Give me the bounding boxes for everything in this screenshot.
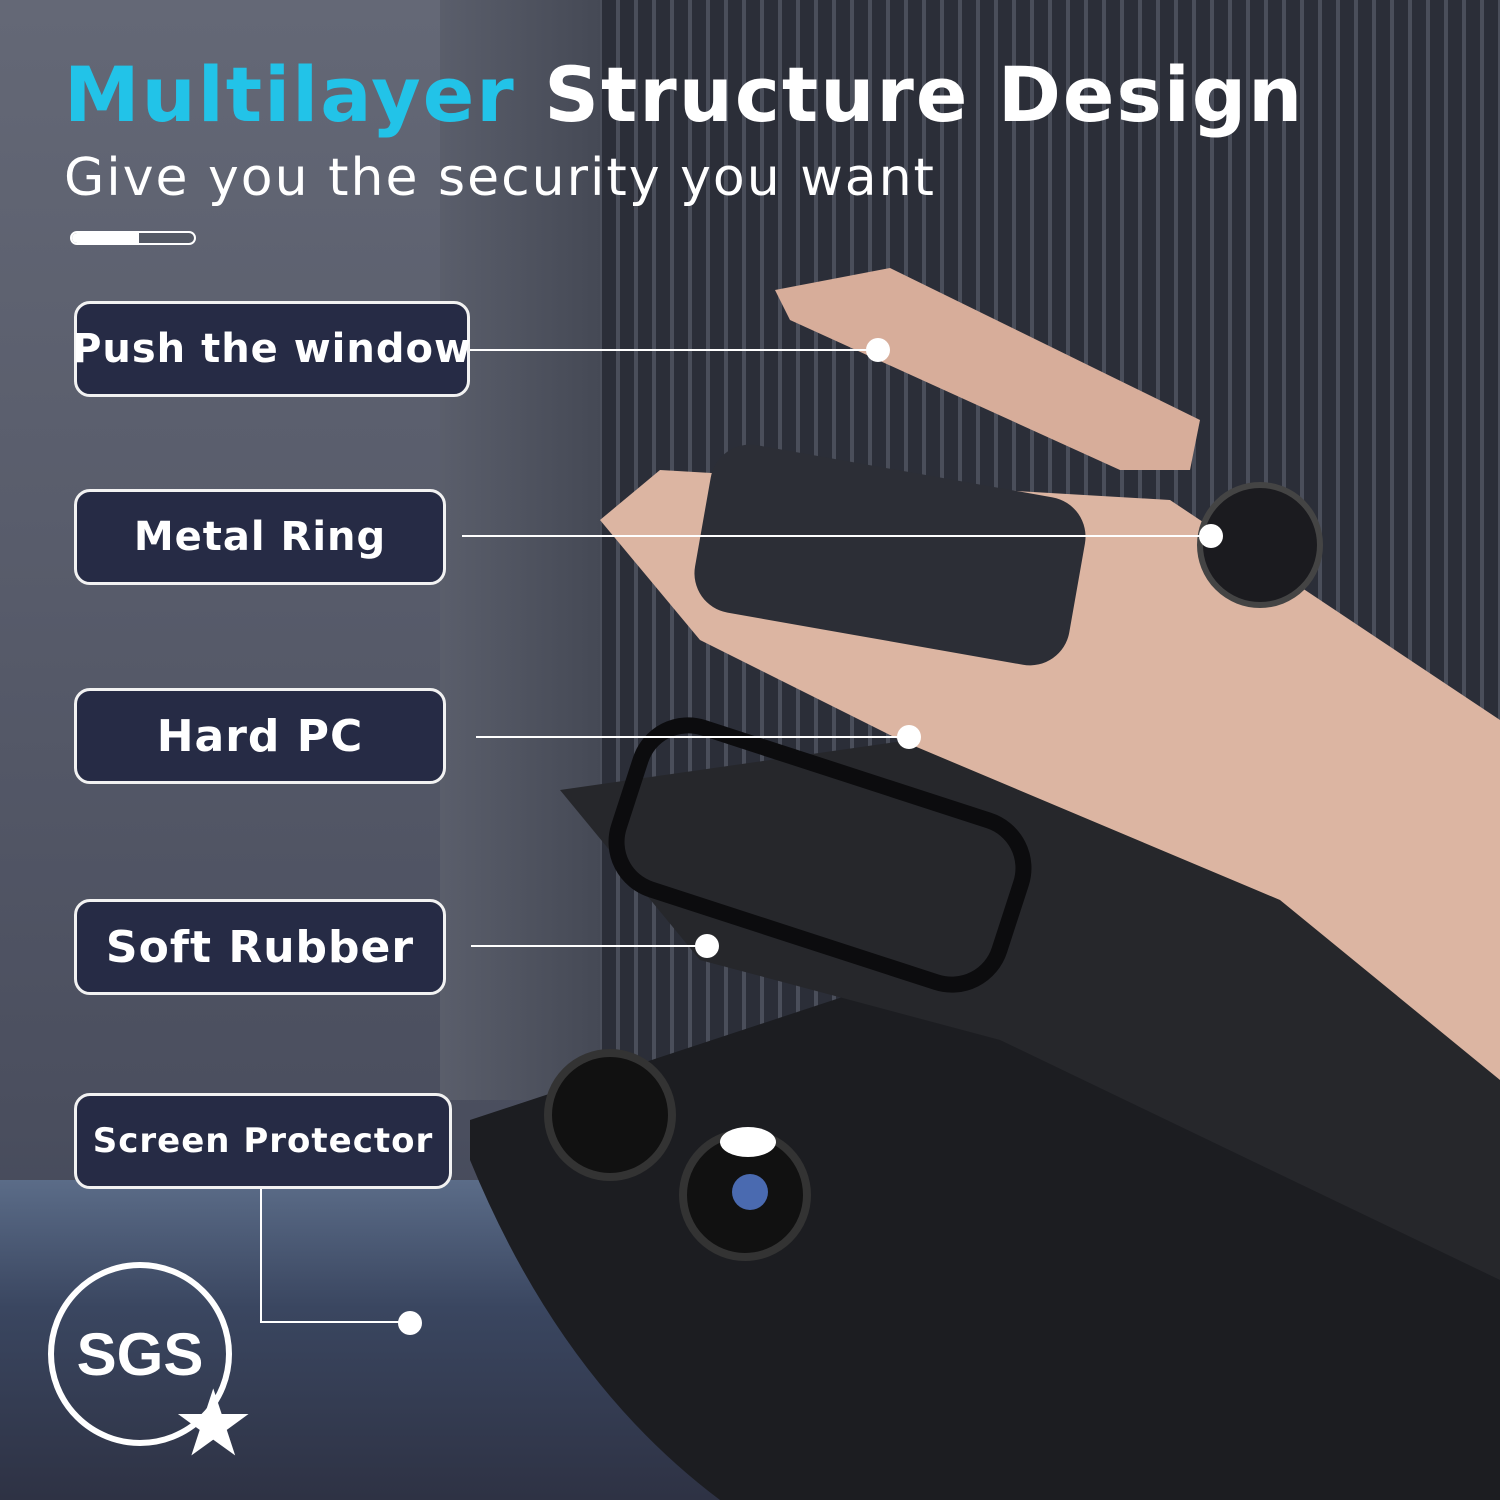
- callout-dot: [695, 934, 719, 958]
- callout-dot: [897, 725, 921, 749]
- label-metal-ring: Metal Ring: [74, 489, 446, 585]
- camera-lens-icon: [544, 1049, 676, 1181]
- label-soft-rubber: Soft Rubber: [74, 899, 446, 995]
- star-icon: ★: [172, 1370, 255, 1477]
- label-hard-pc: Hard PC: [74, 688, 446, 784]
- window-cutout: [694, 444, 1086, 666]
- label-screen-protector: Screen Protector: [74, 1093, 452, 1189]
- lens-glint: [732, 1174, 768, 1210]
- title-rest: Structure Design: [544, 50, 1305, 139]
- callout-line: [462, 535, 1211, 537]
- callout-dot: [398, 1311, 422, 1335]
- metal-ring-icon: [1197, 482, 1323, 608]
- label-push-window: Push the window: [72, 301, 471, 397]
- sgs-badge: SGS: [48, 1262, 232, 1446]
- background-pillar: [440, 0, 600, 1100]
- sgs-text: SGS: [76, 1320, 204, 1388]
- callout-line: [470, 349, 878, 351]
- page-title: Multilayer Structure Design: [64, 50, 1304, 139]
- progress-fill: [72, 233, 140, 243]
- progress-indicator: [70, 231, 196, 245]
- callout-line: [471, 945, 707, 947]
- push-window-slider: [775, 268, 1200, 470]
- title-accent: Multilayer: [64, 50, 516, 139]
- subtitle: Give you the security you want: [64, 148, 936, 208]
- camera-cutout: [608, 717, 1032, 993]
- callout-line: [476, 736, 909, 738]
- callout-line: [260, 1321, 410, 1323]
- callout-dot: [866, 338, 890, 362]
- flash-icon: [720, 1127, 776, 1157]
- callout-dot: [1199, 524, 1223, 548]
- callout-line: [260, 1189, 262, 1323]
